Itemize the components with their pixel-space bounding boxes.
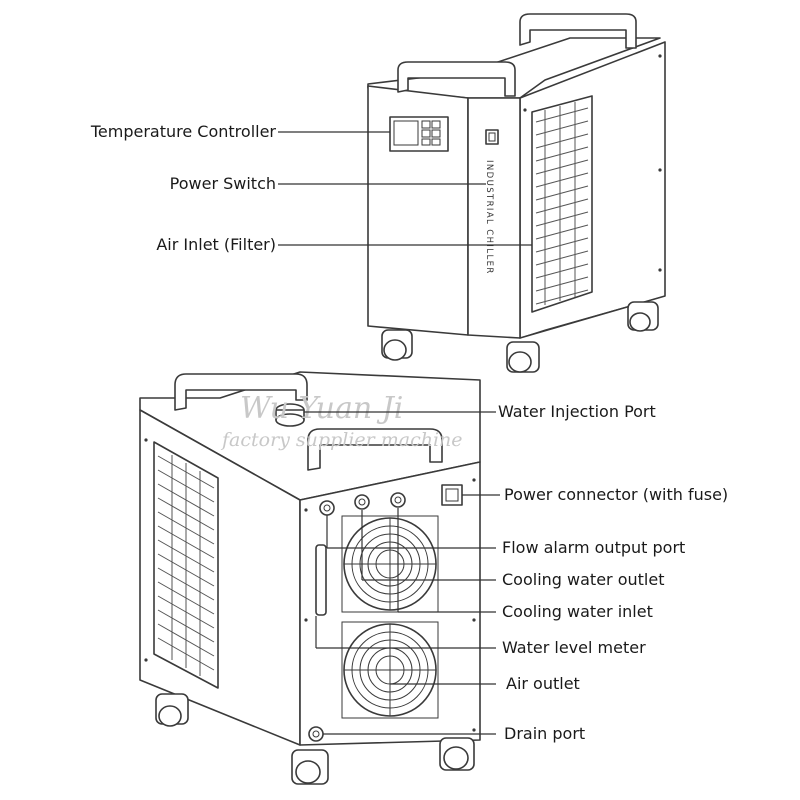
label-air-inlet-filter: Air Inlet (Filter): [156, 235, 276, 254]
leader-lines: [278, 131, 532, 735]
label-cooling-water-outlet: Cooling water outlet: [502, 570, 665, 589]
bottom-chiller-unit: [139, 371, 481, 785]
label-temperature-controller: Temperature Controller: [90, 122, 276, 141]
label-air-outlet: Air outlet: [506, 674, 580, 693]
label-cooling-water-inlet: Cooling water inlet: [502, 602, 653, 621]
label-power-switch: Power Switch: [169, 174, 276, 193]
watermark-line-1: Wu Yuan Ji: [240, 391, 403, 426]
bottom-casters: [155, 693, 475, 785]
label-water-injection-port: Water Injection Port: [498, 402, 656, 421]
industrial-chiller-side-text: INDUSTRIAL CHILLER: [484, 160, 494, 275]
watermark-line-2: factory supplier machine: [220, 429, 463, 451]
label-flow-alarm-output-port: Flow alarm output port: [502, 538, 686, 557]
lower-fan: [341, 621, 439, 719]
top-casters: [381, 301, 659, 373]
label-drain-port: Drain port: [504, 724, 586, 743]
upper-fan: [341, 515, 439, 613]
label-power-connector: Power connector (with fuse): [504, 485, 729, 504]
top-chiller-unit: INDUSTRIAL CHILLER: [367, 13, 666, 373]
label-water-level-meter: Water level meter: [502, 638, 646, 657]
